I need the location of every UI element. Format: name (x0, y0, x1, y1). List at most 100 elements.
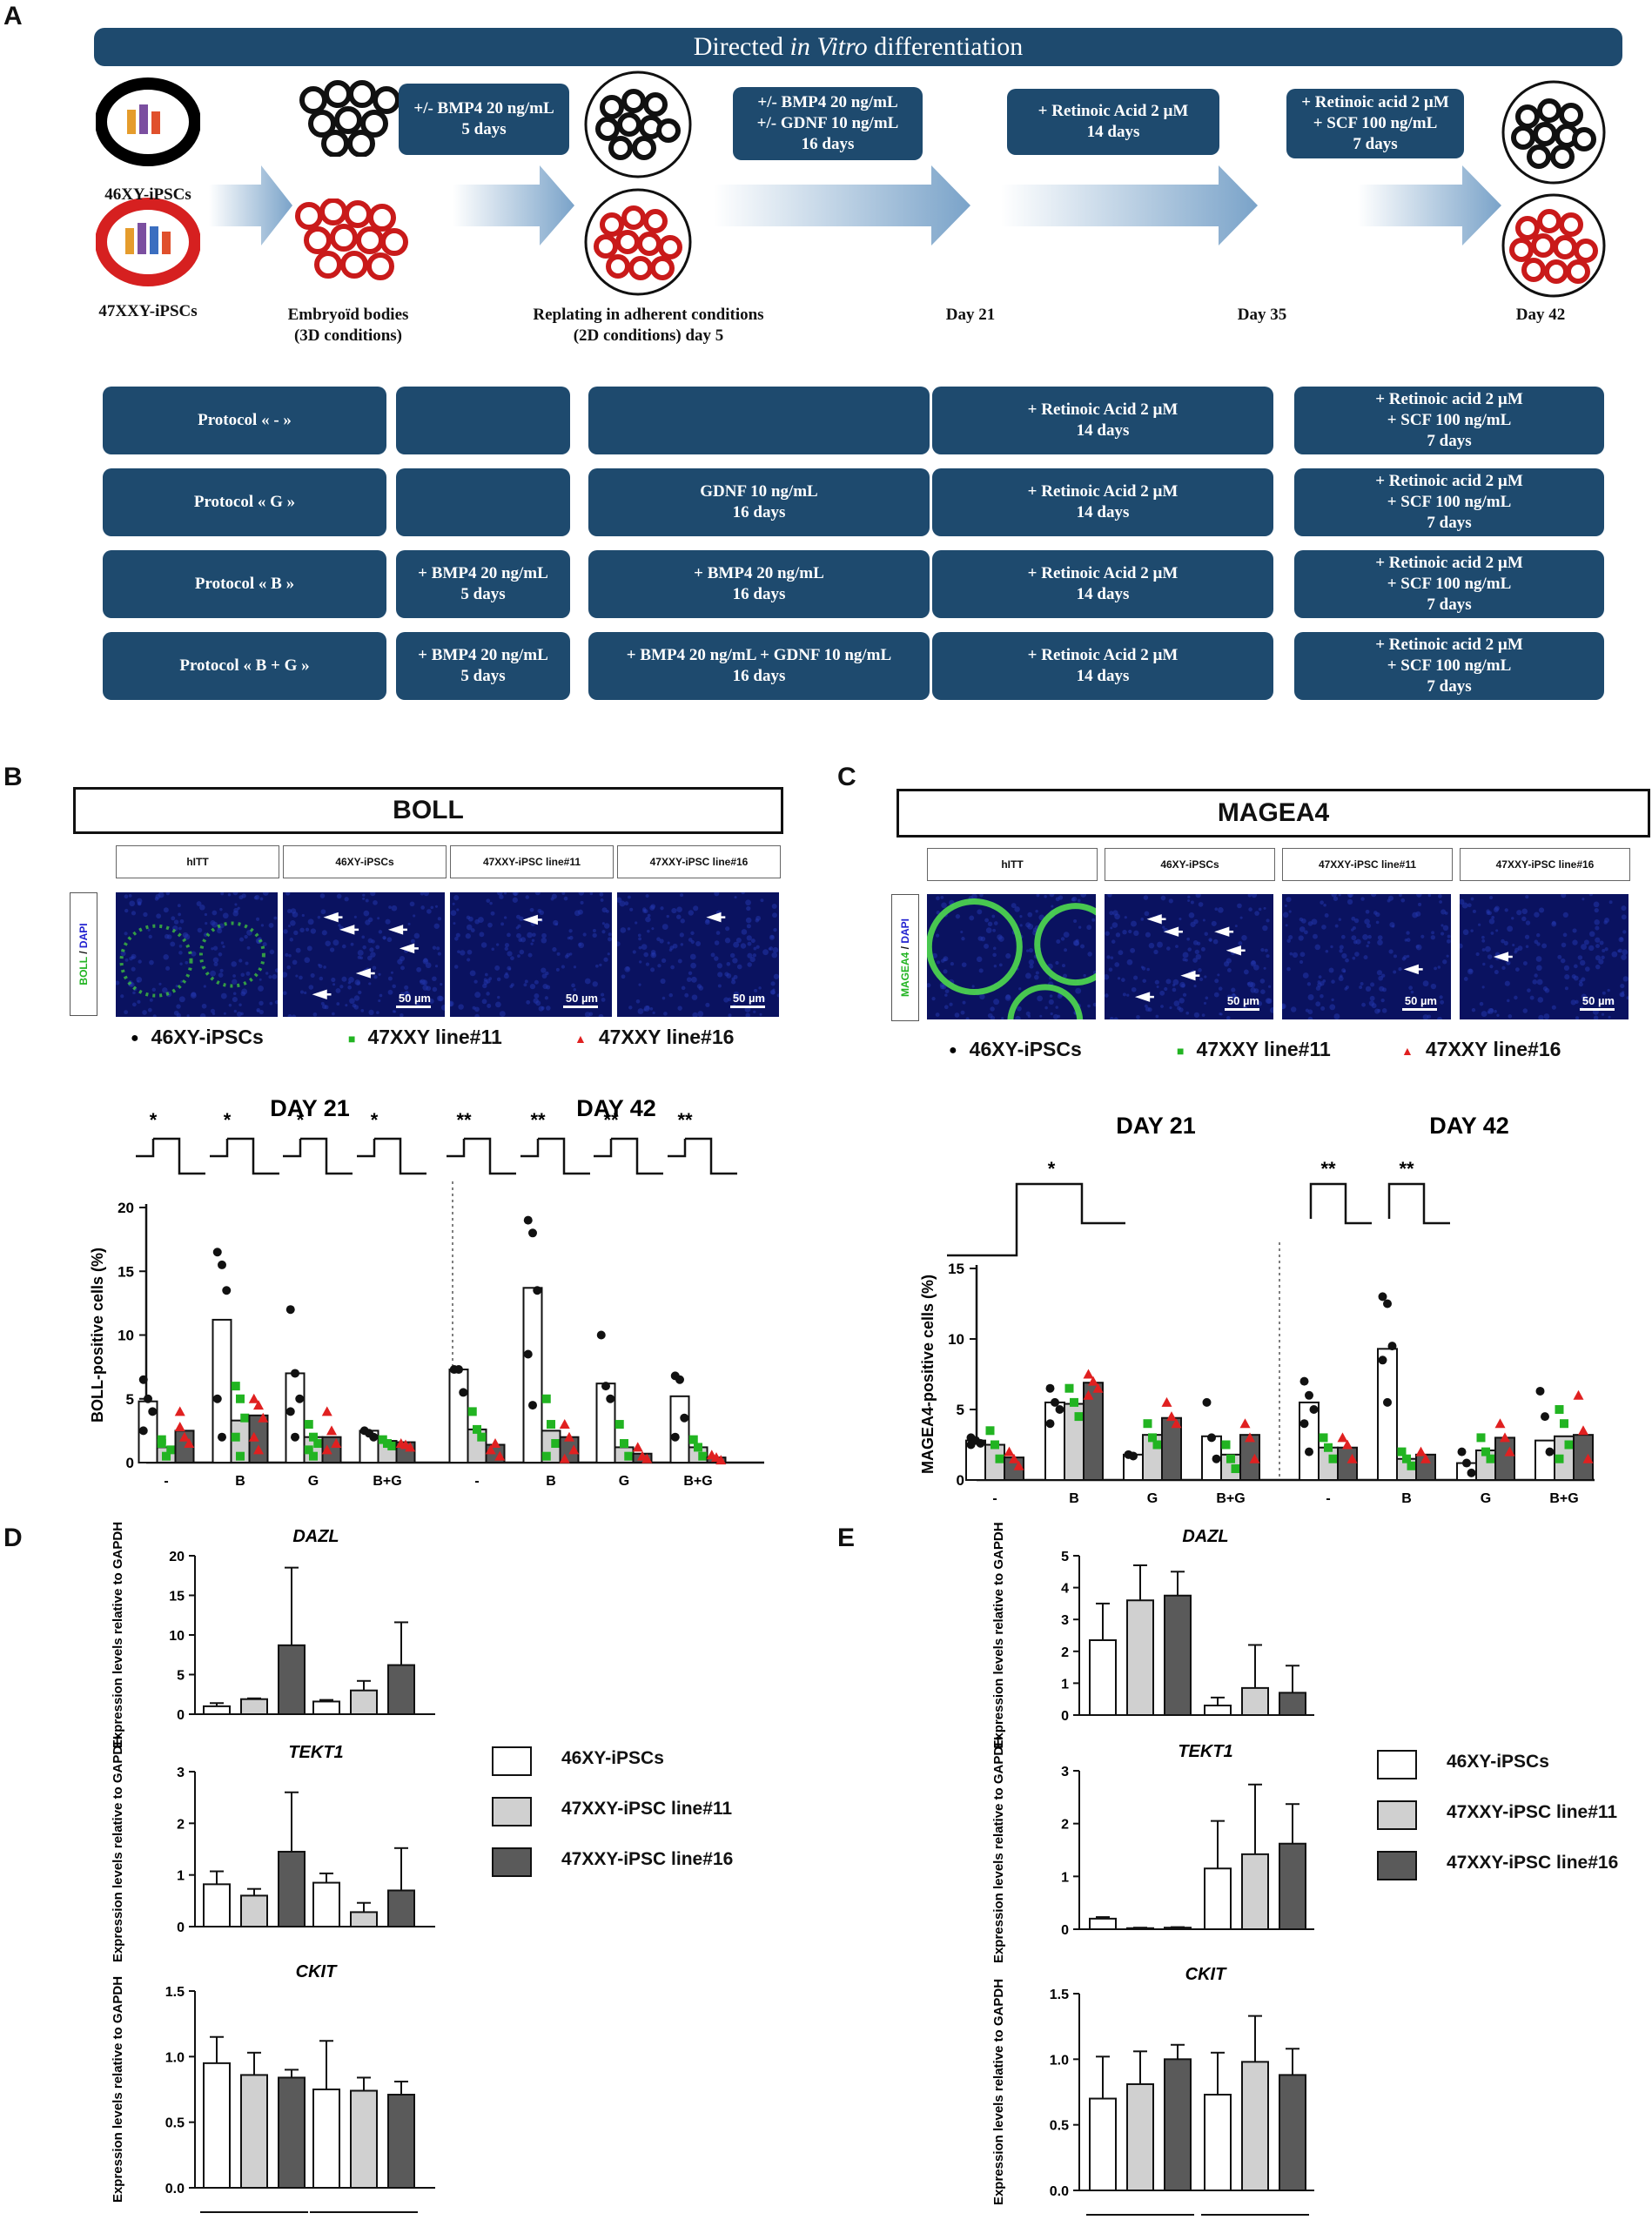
y-tick-label: 20 (118, 1200, 134, 1216)
y-axis-label: MAGEA4-positive cells (%) (919, 1275, 937, 1474)
bar (448, 1369, 469, 1463)
condition-line: 14 days (1076, 585, 1130, 603)
bar (1164, 1594, 1192, 1716)
box-line: + SCF 100 ng/mL (1313, 114, 1438, 133)
data-point (1397, 1447, 1407, 1456)
scale-bar (1402, 1008, 1437, 1011)
data-point (1486, 1454, 1495, 1463)
line-46xy-label: 46XY-iPSCs (104, 185, 191, 204)
legend-entry-0: ●46XY-iPSCs (949, 1038, 1082, 1061)
legend-entry-2: ▲47XXY line#16 (574, 1026, 734, 1049)
image-header-2: 47XXY-iPSC line#11 (1282, 848, 1453, 881)
data-point (596, 1330, 606, 1340)
data-point (1462, 1458, 1471, 1468)
data-point (1415, 1446, 1427, 1456)
data-point (1051, 1397, 1059, 1407)
chromosome-icon (127, 110, 136, 134)
legend-entry-1: ■47XXY line#11 (348, 1026, 502, 1049)
bar (350, 1911, 378, 1927)
data-point (1207, 1433, 1216, 1443)
arrow-icon (312, 989, 332, 999)
condition-line: + Retinoic Acid 2 µM (1027, 482, 1179, 501)
y-axis-label: Expression levels relative to GAPDH (111, 1736, 125, 1962)
condition-line: 14 days (1076, 421, 1130, 440)
data-point (1064, 1383, 1074, 1393)
data-point (174, 1421, 185, 1431)
y-axis-label: Expression levels relative to GAPDH (111, 1976, 125, 2203)
protocol-name-cell: Protocol « G » (103, 468, 386, 536)
x-tick-label: G (619, 1474, 629, 1489)
data-point (1231, 1464, 1240, 1474)
data-point (1555, 1405, 1564, 1414)
data-point (162, 1451, 171, 1461)
bar (203, 1883, 231, 1928)
scale-bar-label: 50 µm (398, 992, 431, 1005)
panel-label-b: B (3, 763, 23, 791)
bar (1204, 2094, 1232, 2191)
legend-marker: ● (131, 1030, 139, 1046)
chromosome-icon (139, 104, 148, 134)
y-tick-label: 0 (1061, 1923, 1069, 1938)
data-point (624, 1451, 634, 1461)
y-tick-label: 1.5 (1050, 1988, 1069, 2002)
data-point (295, 1394, 305, 1403)
data-point (218, 1432, 226, 1442)
legend-entry-1: ■47XXY line#11 (1177, 1038, 1331, 1061)
data-point (601, 1382, 610, 1391)
legend-label: 47XXY line#16 (1425, 1038, 1561, 1060)
data-point (157, 1435, 166, 1444)
embryoid-line1: Embryoïd bodies (287, 306, 409, 324)
box-line: + Retinoic Acid 2 µM (1038, 102, 1189, 121)
replating-line2: (2D conditions) day 5 (573, 326, 724, 345)
bar (1299, 1401, 1320, 1481)
data-point (1009, 1453, 1019, 1463)
data-point (1055, 1405, 1064, 1414)
arrow-icon (355, 968, 375, 979)
bar (240, 1894, 268, 1927)
boll-stain-label: BOLL / DAPI (77, 923, 90, 985)
micrograph-3: 50 µm (617, 892, 779, 1017)
data-point (1383, 1299, 1392, 1308)
data-point (1342, 1439, 1353, 1450)
x-tick-label: B+G (683, 1474, 712, 1489)
stain-sep: / (77, 948, 90, 958)
significance-mark: ** (1399, 1158, 1414, 1180)
data-point (966, 1440, 976, 1450)
y-tick-label: 0.0 (1050, 2184, 1069, 2199)
day-title: DAY 42 (576, 1095, 656, 1121)
bar (1279, 1842, 1306, 1930)
data-point (313, 1439, 323, 1449)
data-point (138, 1426, 148, 1436)
embryoid-line2: (3D conditions) (293, 326, 403, 345)
y-tick-label: 5 (177, 1669, 185, 1684)
y-tick-label: 15 (118, 1263, 134, 1280)
xxy-cell-icon (96, 198, 200, 286)
data-point (694, 1443, 702, 1452)
gene-title: CKIT (1185, 1965, 1227, 1984)
significance-bracket (668, 1137, 737, 1175)
data-point (670, 1432, 680, 1442)
image-header-0: hITT (116, 845, 279, 878)
condition-line: 5 days (460, 667, 506, 685)
y-tick-label: 2 (1061, 1818, 1069, 1833)
data-point (1420, 1453, 1431, 1463)
condition-line: 7 days (1427, 595, 1472, 614)
protocol-name: Protocol « G » (193, 493, 296, 512)
bar (240, 1698, 268, 1716)
chromosome-icon (151, 111, 160, 134)
legend-swatch-2 (1377, 1851, 1417, 1880)
bar (1534, 1439, 1555, 1482)
micrograph-texture (1282, 894, 1451, 1019)
legend-label: 47XXY line#11 (367, 1026, 502, 1048)
condition-line: + Retinoic acid 2 µM (1375, 554, 1523, 573)
x-tick-label: - (474, 1474, 479, 1489)
protocol-condition-cell: + Retinoic Acid 2 µM 14 days (932, 468, 1273, 536)
condition-line: 14 days (1076, 503, 1130, 521)
gene-title: TEKT1 (288, 1743, 343, 1762)
data-point (1070, 1397, 1078, 1407)
bar (1126, 1599, 1154, 1716)
arrow-icon (1226, 945, 1246, 956)
y-tick-label: 5 (1061, 1550, 1069, 1564)
